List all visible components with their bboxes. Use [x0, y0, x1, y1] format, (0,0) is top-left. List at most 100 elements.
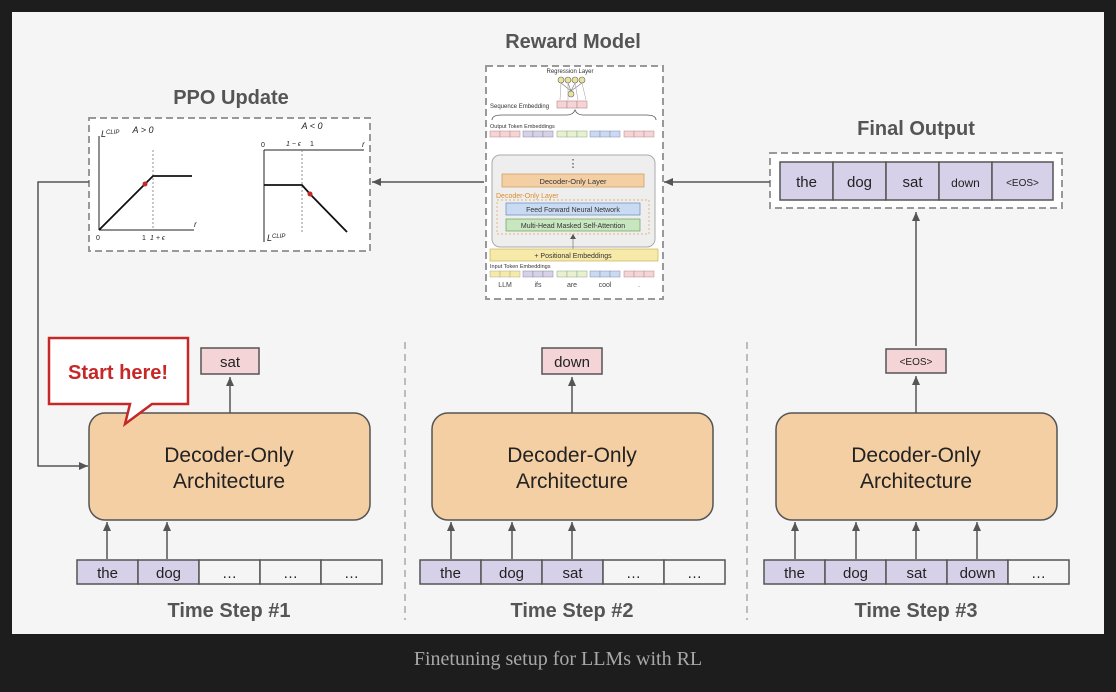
- input-token-cell: [259, 559, 322, 585]
- regression-layer-nodes: [557, 76, 587, 101]
- final-token: the: [796, 174, 817, 191]
- decoder-layer-caption: Decoder-Only Layer: [496, 193, 559, 200]
- sequence-embedding-label: Sequence Embedding: [490, 104, 549, 110]
- start-here-callout: [47, 336, 190, 428]
- input-token: the: [440, 565, 461, 582]
- input-token: dog: [156, 565, 181, 582]
- ppo-tick-clip-negative: 1 − ϵ: [286, 141, 302, 148]
- time-step-3: <EOS> Decoder-Only Architecture the dog …: [763, 348, 1070, 622]
- ffn-box: [505, 202, 641, 216]
- architecture-label-line2: Architecture: [516, 470, 628, 493]
- final-token-cell: [991, 161, 1054, 201]
- ppo-plot-positive: A > 0 LCLIP 0 1 1 + ϵ r: [96, 125, 197, 242]
- input-token-cell: [198, 559, 261, 585]
- ppo-tick-clip-positive: 1 + ϵ: [150, 235, 166, 242]
- input-token-cell: [541, 559, 604, 585]
- ppo-condition-negative: A < 0: [301, 121, 323, 131]
- input-token: …: [222, 565, 237, 582]
- attention-label: Multi-Head Masked Self-Attention: [521, 223, 625, 230]
- input-token: sat: [562, 565, 583, 582]
- input-token: dog: [843, 565, 868, 582]
- rm-input-token: cool: [599, 282, 612, 289]
- input-token-cell: [419, 559, 482, 585]
- reward-model-title: Reward Model: [505, 31, 641, 53]
- input-token: the: [97, 565, 118, 582]
- input-token: …: [1031, 565, 1046, 582]
- input-embedding-cells: [489, 270, 655, 278]
- rm-input-token: .: [638, 282, 640, 289]
- input-token-embeddings-label: Input Token Embeddings: [490, 264, 551, 270]
- step-output-label: down: [554, 354, 590, 371]
- figure-caption: Finetuning setup for LLMs with RL: [413, 648, 703, 670]
- final-token: <EOS>: [1006, 178, 1039, 189]
- ppo-xlabel-positive: r: [194, 220, 197, 229]
- time-step-2: down Decoder-Only Architecture the dog s…: [419, 347, 726, 622]
- architecture-label-line2: Architecture: [860, 470, 972, 493]
- input-token-cell: [946, 559, 1009, 585]
- input-token: …: [687, 565, 702, 582]
- input-token-cell: [320, 559, 383, 585]
- ffn-label: Feed Forward Neural Network: [526, 207, 620, 214]
- arrow-ppo-to-architecture: [37, 181, 89, 470]
- architecture-label-line1: Decoder-Only: [851, 444, 981, 467]
- final-token-cell: [885, 161, 940, 201]
- input-token-cell: [76, 559, 139, 585]
- ppo-ylabel-negative: LCLIP: [267, 233, 285, 243]
- time-step-label: Time Step #2: [510, 600, 633, 622]
- input-token: …: [626, 565, 641, 582]
- input-token: down: [960, 565, 996, 582]
- step-output-token: [885, 348, 947, 374]
- input-token: sat: [906, 565, 927, 582]
- ppo-xlabel-negative: r: [362, 140, 365, 149]
- time-step-1: sat Decoder-Only Architecture the dog … …: [76, 347, 383, 622]
- input-token-cell: [1007, 559, 1070, 585]
- ppo-plot-negative: A < 0 0 1 − ϵ 1 r LCLIP: [261, 121, 365, 243]
- step-output-token: [541, 347, 603, 375]
- step-output-token: [200, 347, 260, 375]
- decoder-architecture-block: [88, 412, 371, 521]
- step-output-label: <EOS>: [900, 357, 933, 368]
- ppo-title: PPO Update: [173, 87, 289, 109]
- final-token: down: [951, 176, 980, 190]
- output-embedding-cells: [489, 130, 655, 138]
- positional-embeddings-label: + Positional Embeddings: [534, 253, 612, 260]
- sequence-brace: [491, 108, 657, 121]
- ppo-condition-positive: A > 0: [132, 125, 154, 135]
- architecture-label-line1: Decoder-Only: [507, 444, 637, 467]
- rm-input-token: LLM: [498, 282, 512, 289]
- ppo-tick-one-negative: 1: [310, 141, 314, 148]
- final-token: dog: [847, 174, 872, 191]
- final-output-tokens: the dog sat down <EOS>: [779, 161, 1054, 201]
- ppo-ylabel-positive: LCLIP: [101, 129, 119, 139]
- decoder-stack-ellipsis: ⋮: [568, 158, 579, 170]
- diagram-figure: Reward Model Regression Layer Sequence E…: [12, 12, 1104, 634]
- ppo-origin-positive: 0: [96, 235, 100, 242]
- input-token-cell: [602, 559, 665, 585]
- architecture-label-line1: Decoder-Only: [164, 444, 294, 467]
- time-step-label: Time Step #3: [854, 600, 977, 622]
- input-token-cell: [663, 559, 726, 585]
- output-token-embeddings-label: Output Token Embeddings: [490, 124, 555, 130]
- rm-input-token: ifs: [535, 282, 543, 289]
- decoder-architecture-block: [775, 412, 1058, 521]
- input-token: …: [283, 565, 298, 582]
- input-token: the: [784, 565, 805, 582]
- final-output-title: Final Output: [857, 118, 975, 140]
- ppo-tick-one-positive: 1: [142, 235, 146, 242]
- architecture-label-line2: Architecture: [173, 470, 285, 493]
- rm-input-token: are: [567, 282, 577, 289]
- final-token: sat: [902, 174, 923, 191]
- regression-layer-label: Regression Layer: [546, 69, 593, 75]
- ppo-box: [88, 117, 371, 252]
- decoder-layer-box: [501, 173, 645, 188]
- input-token: dog: [499, 565, 524, 582]
- input-token: …: [344, 565, 359, 582]
- final-token-cell: [938, 161, 993, 201]
- step-output-label: sat: [220, 354, 241, 371]
- reward-model-detail: Regression Layer Sequence Embedding Outp…: [489, 69, 659, 289]
- ppo-origin-negative: 0: [261, 142, 265, 149]
- input-token-cell: [480, 559, 543, 585]
- attention-box: [505, 218, 641, 232]
- decoder-architecture-block: [431, 412, 714, 521]
- time-step-label: Time Step #1: [167, 600, 290, 622]
